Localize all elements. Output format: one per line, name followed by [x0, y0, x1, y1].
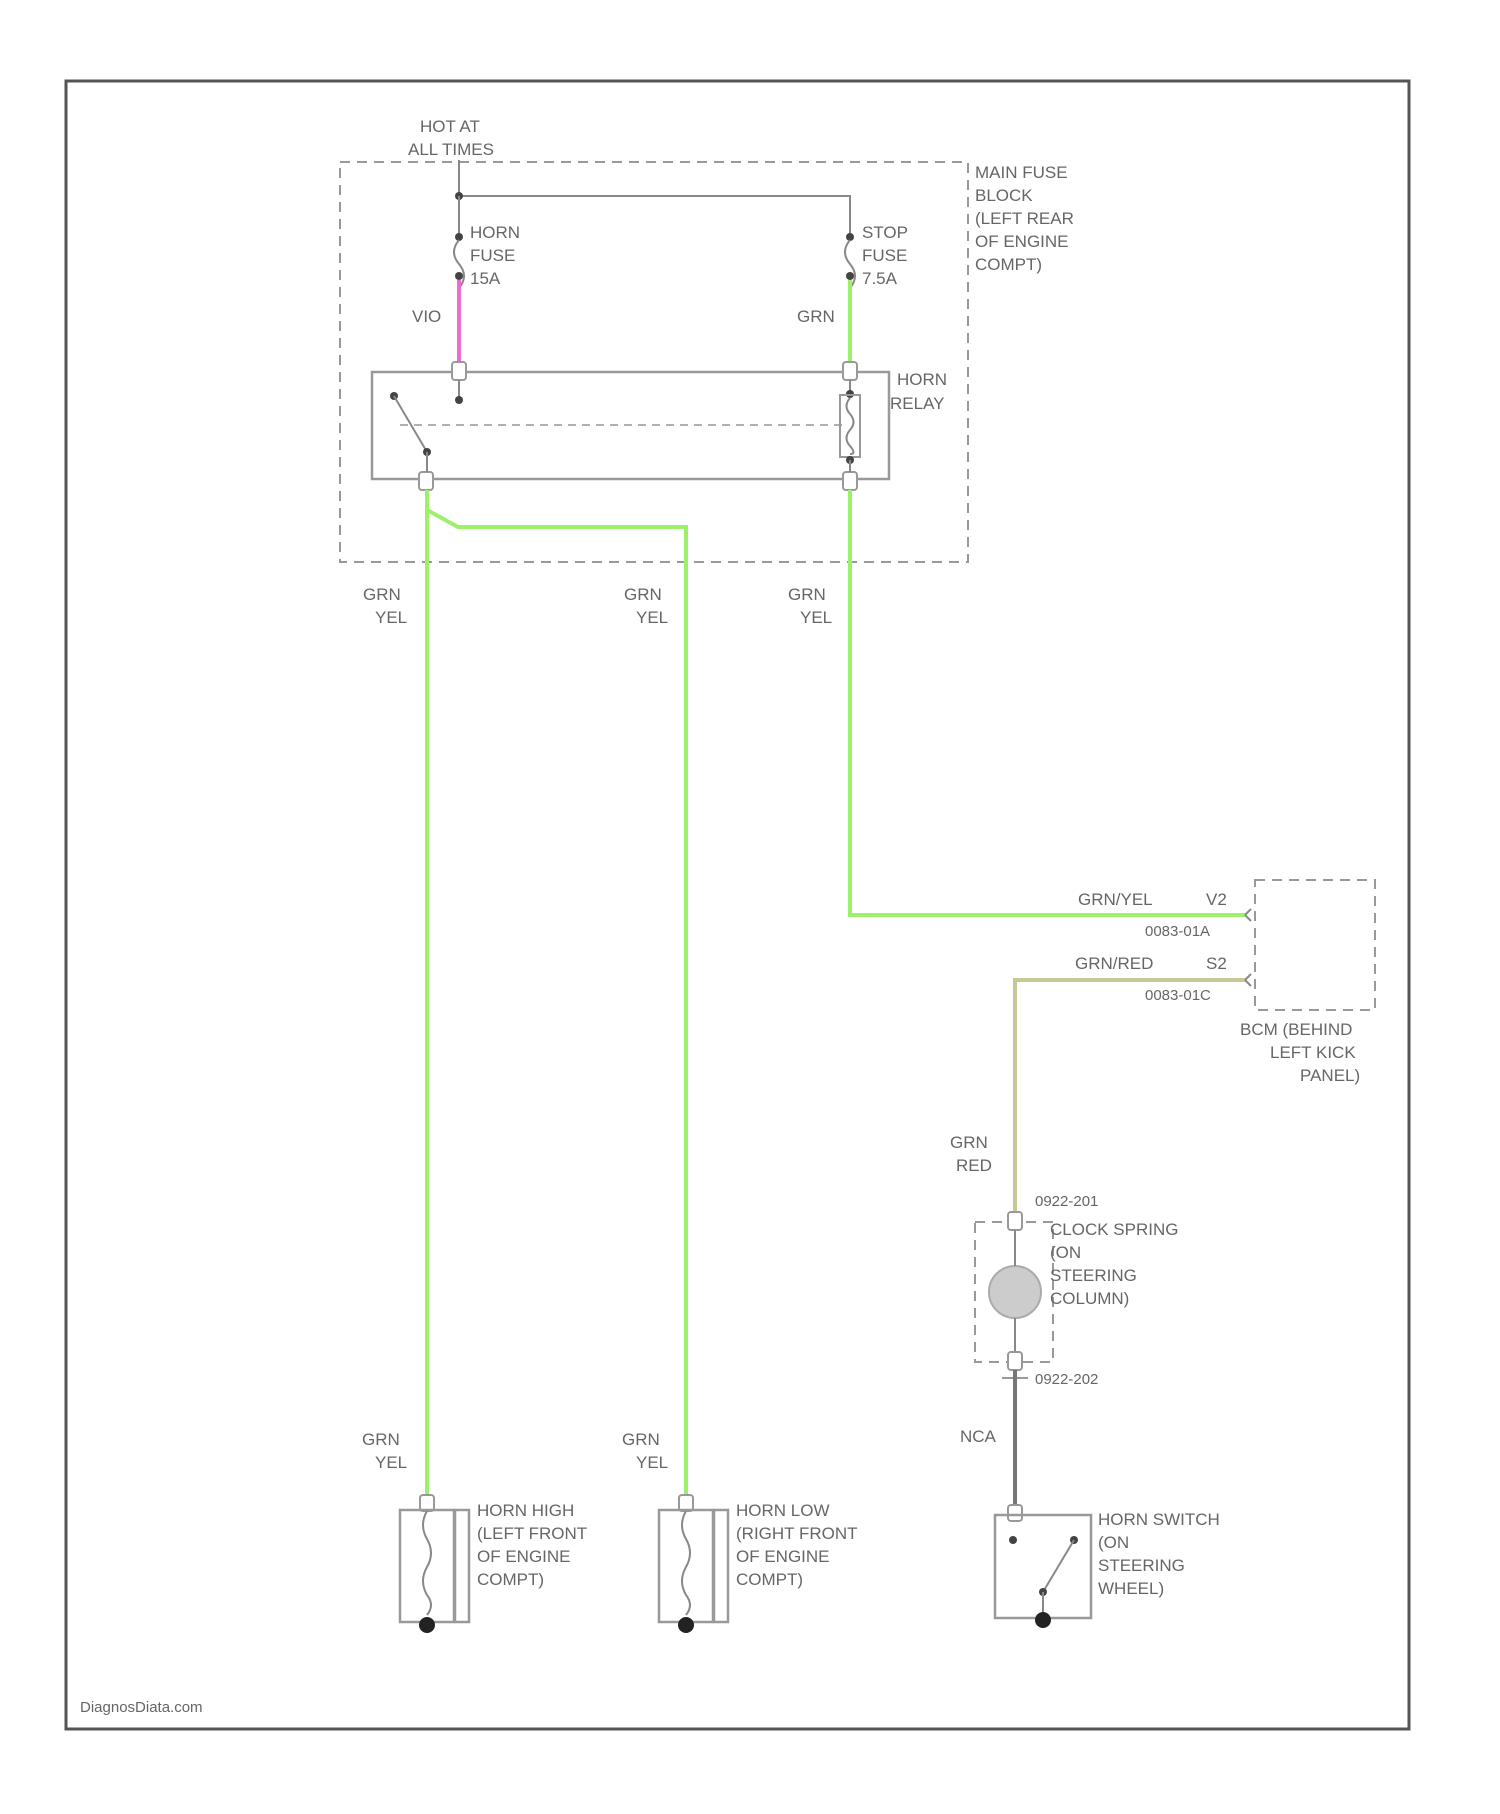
wire-label-5-line2: YEL — [375, 1453, 407, 1472]
bcm-pin-bottom-connector — [1245, 974, 1251, 986]
horn-fuse-label-line2: FUSE — [470, 246, 515, 265]
horn-high-label-line1: HORN HIGH — [477, 1501, 574, 1520]
bcm-conn-bottom: 0083-01C — [1145, 987, 1211, 1004]
wire-label-1-line2: YEL — [375, 608, 407, 627]
horn-low-label-line4: COMPT) — [736, 1570, 803, 1589]
clock-spring-label-line2: (ON — [1050, 1243, 1081, 1262]
fuse-block-label-line3: (LEFT REAR — [975, 209, 1074, 228]
horn-switch-label-line4: WHEEL) — [1098, 1579, 1164, 1598]
grn-red-label: GRN/RED — [1075, 954, 1153, 973]
stop-fuse-label-line3: 7.5A — [862, 269, 898, 288]
clock-spring-label-line1: CLOCK SPRING — [1050, 1220, 1178, 1239]
wire-label-5-line1: GRN — [362, 1430, 400, 1449]
fuse-block-label-line2: BLOCK — [975, 186, 1033, 205]
horn-relay-label-line1: HORN — [897, 370, 947, 389]
stop-fuse-label-line1: STOP — [862, 223, 908, 242]
stop-fuse — [845, 233, 855, 288]
horn-switch-label-line2: (ON — [1098, 1533, 1129, 1552]
relay-terminal-3 — [419, 472, 433, 490]
relay-terminal-1 — [452, 362, 466, 380]
horn-output-wire — [427, 490, 686, 1495]
relay-coil-control-wire — [850, 490, 1245, 915]
horn-switch-label-line1: HORN SWITCH — [1098, 1510, 1220, 1529]
wire-label-3-line1: GRN — [788, 585, 826, 604]
horn-fuse-label-line1: HORN — [470, 223, 520, 242]
horn-high-symbol — [400, 1495, 469, 1633]
clock-spring-conn-top: 0922-201 — [1035, 1193, 1098, 1210]
wire-label-2-line1: GRN — [624, 585, 662, 604]
horn-relay-label-line2: RELAY — [890, 394, 945, 413]
horn-low-symbol — [659, 1495, 728, 1633]
relay-terminal-2 — [843, 362, 857, 380]
wire-label-1-line1: GRN — [363, 585, 401, 604]
relay-coil — [840, 380, 860, 472]
clock-spring-terminal-bottom — [1008, 1352, 1022, 1370]
bcm-horn-switch-wire — [1015, 980, 1245, 1218]
horn-high-label-line4: COMPT) — [477, 1570, 544, 1589]
horn-low-label-line1: HORN LOW — [736, 1501, 830, 1520]
horn-low-label-line2: (RIGHT FRONT — [736, 1524, 858, 1543]
fuse-block-label-line1: MAIN FUSE — [975, 163, 1068, 182]
horn-fuse — [454, 233, 464, 288]
wire-label-3-line2: YEL — [800, 608, 832, 627]
horn-switch-label-line3: STEERING — [1098, 1556, 1185, 1575]
horn-switch-symbol — [995, 1505, 1091, 1628]
clock-spring-icon — [989, 1266, 1041, 1318]
bcm-pin-bottom: S2 — [1206, 954, 1227, 973]
horn-high-label-line3: OF ENGINE — [477, 1547, 571, 1566]
clock-spring-terminal-top — [1008, 1212, 1022, 1230]
bcm-pin-top: V2 — [1206, 890, 1227, 909]
wire-label-2-line2: YEL — [636, 608, 668, 627]
bcm-label-line1: BCM (BEHIND — [1240, 1020, 1352, 1039]
wire-label-6-line1: GRN — [622, 1430, 660, 1449]
wire-label-4-line2: RED — [956, 1156, 992, 1175]
main-fuse-block-outline — [340, 162, 968, 562]
clock-spring-conn-bottom: 0922-202 — [1035, 1371, 1098, 1388]
main-fuse-block-label: MAIN FUSE BLOCK (LEFT REAR OF ENGINE COM… — [975, 163, 1074, 274]
bcm-label-line2: LEFT KICK — [1270, 1043, 1356, 1062]
nca-wire-label: NCA — [960, 1427, 997, 1446]
bcm-label-line3: PANEL) — [1300, 1066, 1360, 1085]
watermark-text: DiagnosDiata.com — [80, 1699, 203, 1716]
fuse-block-label-line4: OF ENGINE — [975, 232, 1069, 251]
bcm-pin-top-connector — [1245, 909, 1251, 921]
clock-spring-label-line4: COLUMN) — [1050, 1289, 1129, 1308]
clock-spring-label-line3: STEERING — [1050, 1266, 1137, 1285]
power-label-line2: ALL TIMES — [408, 140, 494, 159]
bcm-conn-top: 0083-01A — [1145, 923, 1210, 940]
grn-wire-top-label: GRN — [797, 307, 835, 326]
bcm-outline — [1255, 880, 1375, 1010]
horn-low-label-line3: OF ENGINE — [736, 1547, 830, 1566]
horn-high-label-line2: (LEFT FRONT — [477, 1524, 587, 1543]
vio-wire-label: VIO — [412, 307, 441, 326]
fuse-block-label-line5: COMPT) — [975, 255, 1042, 274]
power-label-line1: HOT AT — [420, 117, 480, 136]
wire-label-6-line2: YEL — [636, 1453, 668, 1472]
grn-yel-label: GRN/YEL — [1078, 890, 1153, 909]
wire-label-4-line1: GRN — [950, 1133, 988, 1152]
stop-fuse-label-line2: FUSE — [862, 246, 907, 265]
relay-terminal-4 — [843, 472, 857, 490]
horn-fuse-label-line3: 15A — [470, 269, 501, 288]
